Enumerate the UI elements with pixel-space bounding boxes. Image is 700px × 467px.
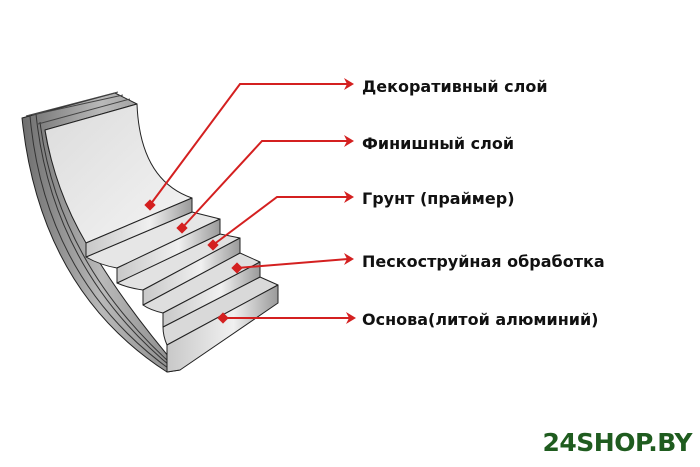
step-3-front: [142, 237, 241, 306]
leader-dot-3: [207, 239, 219, 251]
arrowhead-icon: [344, 191, 354, 203]
label-decorative-layer: Декоративный слой: [362, 77, 548, 96]
step-5-front: [166, 284, 279, 373]
label-finish-layer: Финишный слой: [362, 134, 515, 153]
leader-dot-2: [176, 222, 188, 234]
logo-24shop: 24SHOP.BY: [542, 428, 693, 457]
leader-dot-5: [217, 312, 229, 324]
label-sandblasting: Пескоструйная обработка: [362, 252, 605, 271]
leader-dot-1: [144, 199, 156, 211]
leader-line-3: [212, 196, 348, 246]
leader-dot-4: [231, 262, 243, 274]
arrowhead-icon: [344, 135, 354, 147]
label-base-cast-aluminum: Основа(литой алюминий): [362, 310, 599, 329]
step-4-front: [162, 261, 261, 328]
step-1-front: [85, 197, 193, 258]
leader-line-4: [236, 258, 349, 269]
label-primer: Грунт (праймер): [362, 189, 515, 208]
step-2-front: [116, 218, 221, 284]
leader-line-2: [181, 140, 348, 229]
leader-line-1: [149, 83, 348, 206]
arrowhead-icon: [344, 78, 354, 90]
arrowhead-icon: [344, 253, 354, 265]
arrowhead-icon: [346, 312, 356, 324]
